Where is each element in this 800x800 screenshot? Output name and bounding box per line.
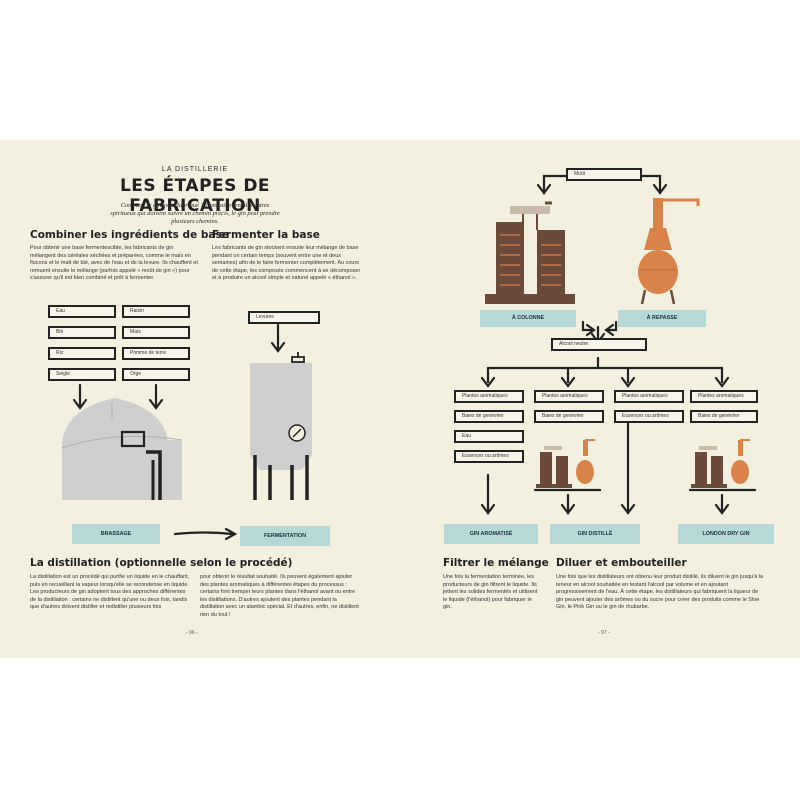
section-text-ferment: Les fabricants de gin stockent ensuite l… [212,245,361,282]
stage-gin-aromatise: GIN AROMATISÉ [444,524,538,544]
ingredient-label: Seigle [48,368,116,381]
branch2-label: Plantes aromatiques [534,390,604,403]
branch4-label: Baies de genévrier [690,410,758,423]
alcool-neutre-label: Alcool neutre [551,338,647,351]
stage-repasse: À REPASSE [618,310,706,327]
pot-still-icon [638,198,700,305]
branch1-label: Essences ou arômes [454,450,524,463]
stage-fermentation: FERMENTATION [240,526,330,546]
section-heading-combine: Combiner les ingrédients de base [30,229,229,241]
section-heading-diluer: Diluer et embouteiller [556,557,687,569]
branch1-label: Eau [454,430,524,443]
stage-brassage: BRASSAGE [72,524,160,544]
supertitle: LA DISTILLERIE [161,166,229,173]
page-title: LES ÉTAPES DE FABRICATION [119,176,271,216]
stage-colonne: À COLONNE [480,310,576,327]
branch1-label: Plantes aromatiques [454,390,524,403]
section-text-combine: Pour obtenir une base fermentescible, le… [30,245,198,282]
intro-text: Comment le gin est-il fabriqué ? Contrai… [110,202,280,225]
ingredient-label: Orge [122,368,190,381]
mout-label: Moût [566,168,642,181]
section-text-distillation-b: pour obtenir le résultat souhaité. Ils p… [200,574,359,618]
page-number-right: - 97 - [598,630,610,636]
branch2-label: Baies de genévrier [534,410,604,423]
stage-london-dry-gin: LONDON DRY GIN [678,524,774,544]
ingredient-label: Blé [48,326,116,339]
ingredient-label: Maïs [122,326,190,339]
section-text-filtrer: Une fois la fermentation terminée, les p… [443,574,538,611]
section-text-diluer: Une fois que les distillateurs ont obten… [556,574,764,611]
section-heading-distillation: La distillation (optionnelle selon le pr… [30,557,293,569]
branch1-label: Baies de genévrier [454,410,524,423]
column-still-icon [485,201,575,304]
page-number-left: - 96 - [186,630,198,636]
branch3-label: Plantes aromatiques [614,390,684,403]
section-heading-filtrer: Filtrer le mélange [443,557,549,569]
branch4-label: Plantes aromatiques [690,390,758,403]
branch3-label: Essences ou arômes [614,410,684,423]
brewing-dome-icon [61,398,183,500]
ingredient-label: Pomme de terre [122,347,190,360]
section-text-distillation-a: La distillation est un procédé qui purif… [30,574,190,611]
ingredient-label: Eau [48,305,116,318]
small-still-group-2 [536,439,595,488]
small-still-group-4 [691,439,750,488]
levures-label: Levures [248,311,320,324]
fermentation-tank-icon [250,352,312,500]
ingredient-label: Riz [48,347,116,360]
ingredient-label: Raisin [122,305,190,318]
section-heading-ferment: Fermenter la base [212,229,320,241]
stage-gin-distille: GIN DISTILLÉ [550,524,640,544]
